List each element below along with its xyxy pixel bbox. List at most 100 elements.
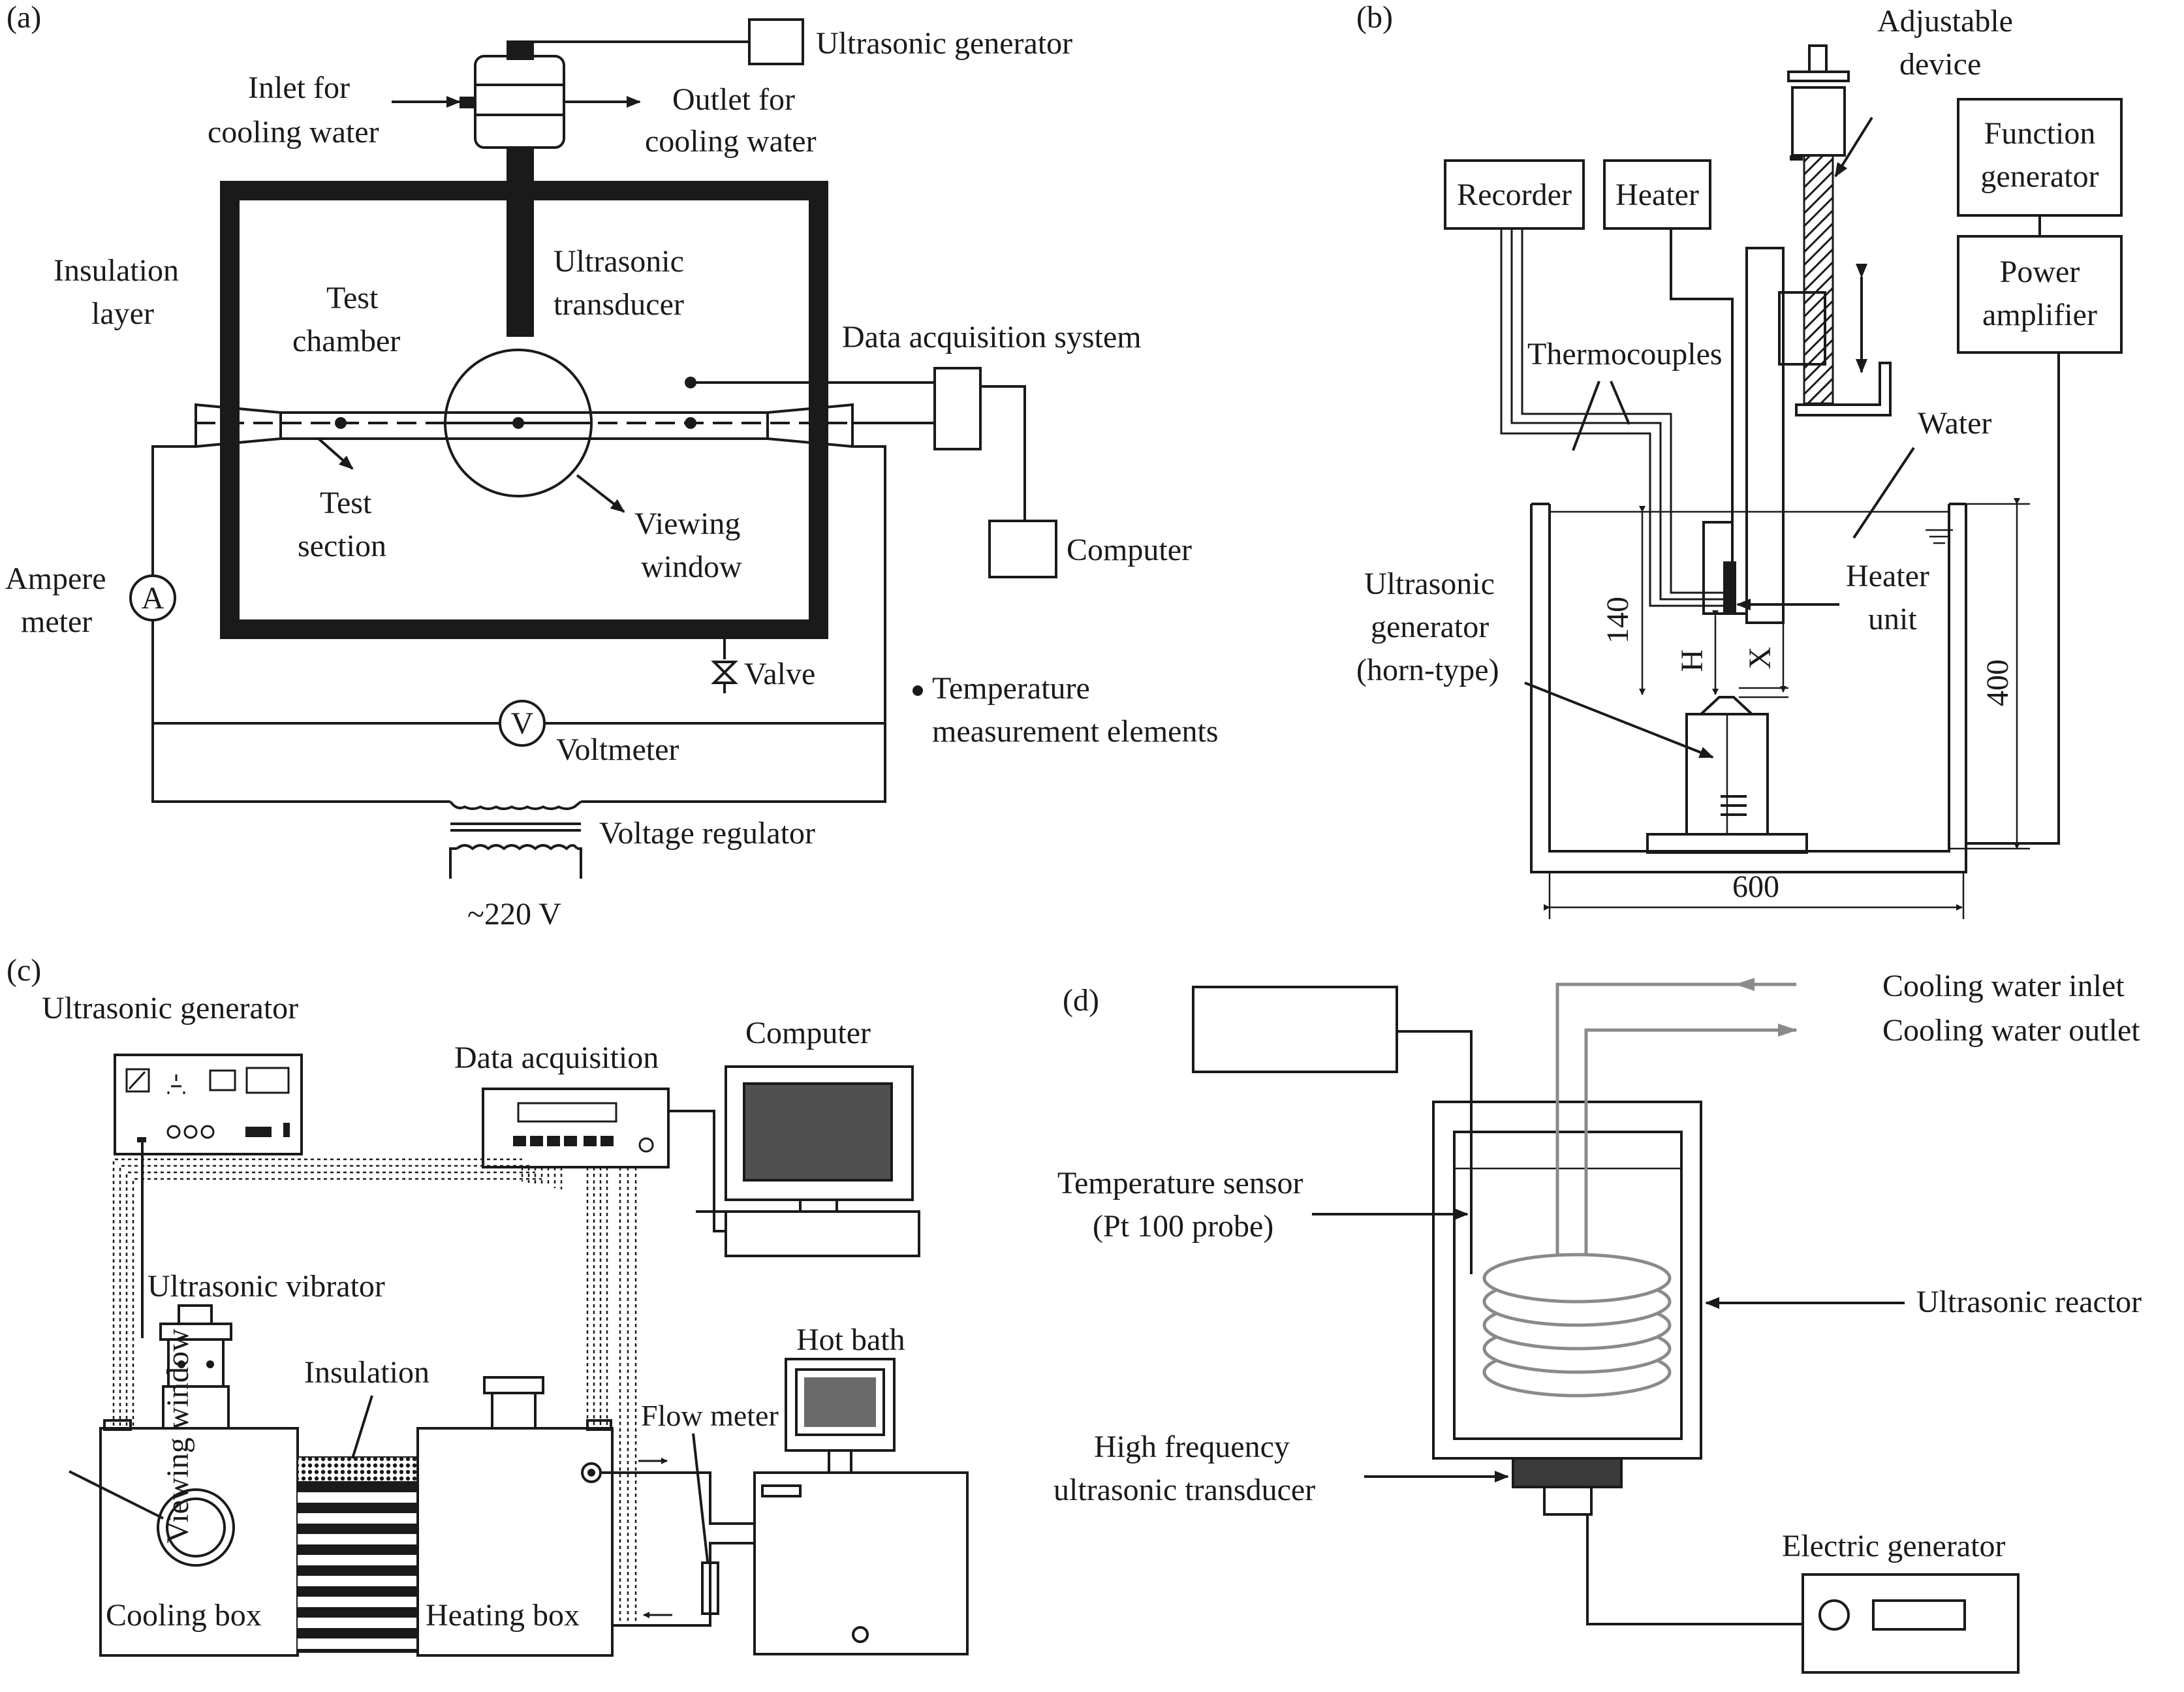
temperature-point-3 <box>685 417 696 429</box>
test-section-tube <box>281 411 768 440</box>
cooling-jacket-bands <box>475 84 564 116</box>
function-generator-label-2: generator <box>1980 159 2098 194</box>
heating-box-label: Heating box <box>426 1598 580 1633</box>
hf-label-1: High frequency <box>1094 1430 1290 1464</box>
dim-400-ext <box>1949 503 2030 850</box>
computer-wire <box>980 385 1026 521</box>
viewing-window-pointer-c <box>69 1470 164 1520</box>
generator-output-port <box>137 1137 146 1142</box>
test-chamber-label-1: Test <box>326 281 379 315</box>
panel-b-label: (b) <box>1356 0 1393 35</box>
electric-generator-knob <box>1818 1599 1850 1631</box>
cooling-jacket <box>474 55 565 149</box>
computer-c-label: Computer <box>745 1016 871 1050</box>
generator-power-switch <box>283 1123 290 1137</box>
screw-collar <box>1787 70 1850 82</box>
generator-knob-2 <box>183 1125 198 1139</box>
ultrasonic-generator-c-label: Ultrasonic generator <box>42 991 298 1026</box>
hot-bath-drain <box>852 1626 869 1643</box>
dim-400: 400 <box>1980 659 2015 706</box>
power-amplifier-label-1: Power <box>2000 255 2080 289</box>
generator-knob-1 <box>166 1125 181 1139</box>
outlet-label-2: cooling water <box>645 124 817 159</box>
insulation-slots <box>298 1492 418 1649</box>
voltage-regulator-icon <box>449 800 582 879</box>
dim-X-ticks <box>1739 687 1788 698</box>
thermocouple-wire-2 <box>1510 228 1723 601</box>
temperature-point-1 <box>335 417 347 429</box>
thermocouple-wire-1 <box>1500 228 1723 607</box>
viewing-window-pointer <box>576 474 625 513</box>
data-acquisition-c-label: Data acquisition <box>454 1041 659 1075</box>
temperature-sensor-probe <box>1397 1030 1473 1274</box>
viewing-window-label-1: Viewing <box>634 507 740 541</box>
dim-H: H <box>1675 650 1709 672</box>
horn-rings <box>1721 795 1747 816</box>
adjustable-label-2: device <box>1899 47 1981 82</box>
test-chamber-label-2: chamber <box>292 324 400 358</box>
generator-dial-needle <box>128 1071 146 1090</box>
temp-sensor-label-1: Temperature sensor <box>1057 1166 1303 1200</box>
vibrator-bolt-1 <box>178 1360 185 1368</box>
viewing-window-c-label: Viewing window <box>161 1328 195 1543</box>
generator-meter-icon <box>209 1069 236 1091</box>
ugen-label-2: generator <box>1371 610 1489 644</box>
insulation-label-1: Insulation <box>54 253 179 288</box>
ampere-label-2: meter <box>21 604 92 639</box>
water-level-symbol <box>1926 529 1953 544</box>
hot-bath-unit <box>753 1471 969 1655</box>
dim-600-ext <box>1548 872 1965 919</box>
test-section-pointer <box>317 437 354 470</box>
sensor-cables-left <box>112 1158 563 1426</box>
circuit-left-wire <box>151 445 196 576</box>
electric-generator-box <box>1802 1573 2020 1674</box>
horn-base <box>1646 833 1808 854</box>
hot-bath-screen <box>804 1377 876 1427</box>
flow-meter-label: Flow meter <box>641 1399 779 1432</box>
daq-to-computer-wire <box>668 1110 726 1232</box>
temperature-point-2 <box>512 417 524 429</box>
ampere-label-1: Ampere <box>5 561 106 596</box>
test-section-label-1: Test <box>320 486 372 520</box>
ugen-pointer <box>1524 682 1714 759</box>
cooling-inlet-label: Cooling water inlet <box>1882 969 2125 1003</box>
heater-wire <box>1670 228 1734 614</box>
tank-inner <box>1548 504 1950 853</box>
viewing-window-label-2: window <box>641 550 742 584</box>
transducer-to-generator-wire <box>1586 1514 1803 1625</box>
hot-water-return-pipe <box>612 1542 755 1627</box>
heater-column <box>1745 247 1785 624</box>
dim-140: 140 <box>1600 597 1635 644</box>
heater-unit-label-1: Heater <box>1846 559 1929 593</box>
cooling-inlet-pipe <box>1555 982 1796 1360</box>
screw-head <box>1791 86 1846 157</box>
power-amplifier-box <box>1957 235 2123 354</box>
hf-label-2: ultrasonic transducer <box>1053 1473 1315 1507</box>
hot-bath-stand <box>828 1449 852 1474</box>
temperature-legend-dot <box>913 685 923 696</box>
carriage-bracket <box>1795 362 1892 416</box>
insulation-top <box>297 1456 418 1482</box>
computer-label: Computer <box>1067 533 1192 567</box>
flow-meter-pointer <box>692 1433 709 1562</box>
ampere-meter-symbol: A <box>142 581 164 616</box>
computer-base-unit <box>725 1210 920 1257</box>
panel-b: (b) Adjustable device Recorder Heater Fu… <box>1356 0 2123 919</box>
screw-thread <box>1803 154 1834 405</box>
ultrasonic-generator-device <box>114 1054 303 1155</box>
inlet-label-1: Inlet for <box>248 70 350 105</box>
daq-buttons <box>513 1136 614 1146</box>
electric-generator-label: Electric generator <box>1782 1529 2005 1563</box>
electric-generator-display <box>1872 1599 1966 1631</box>
thermocouple-wire-3 <box>1521 228 1723 594</box>
screw-rest <box>1790 155 1803 161</box>
cooling-outlet-pipe <box>1584 1028 1796 1360</box>
supply-label: ~220 V <box>467 897 561 932</box>
power-amplifier-label-2: amplifier <box>1982 298 2097 332</box>
viewing-window-outer <box>157 1488 235 1567</box>
generator-display-icon <box>245 1067 290 1094</box>
vibrator-cap <box>178 1304 213 1325</box>
heating-box-cap <box>483 1376 544 1394</box>
horn-tip <box>1697 696 1756 715</box>
temp-sensor-label-2: (Pt 100 probe) <box>1093 1209 1273 1244</box>
